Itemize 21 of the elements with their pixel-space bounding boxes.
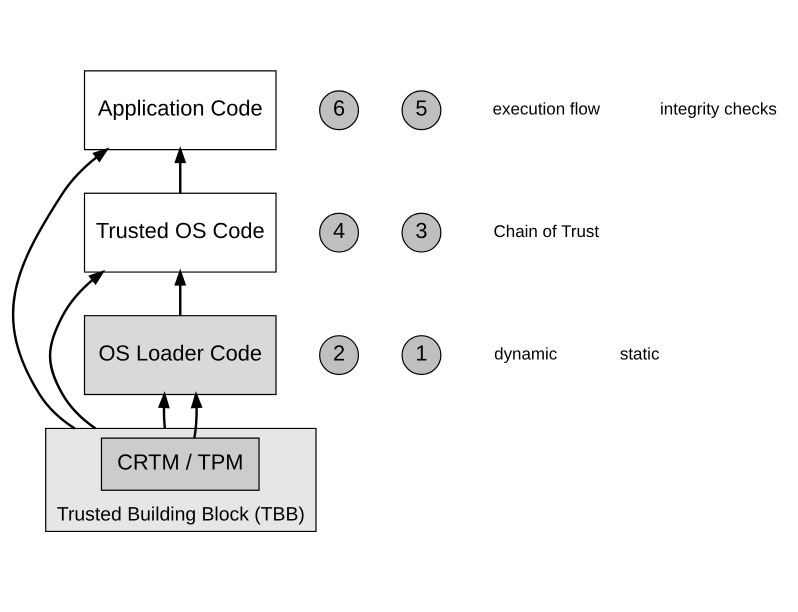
node-circle: 6 [319, 90, 360, 130]
label: integrity checks [660, 100, 777, 119]
node-circle: 4 [319, 212, 360, 253]
arrow [48, 270, 106, 430]
node-circle: 1 [401, 335, 442, 376]
arrow [12, 148, 110, 430]
label: static [620, 344, 660, 364]
arrow [174, 146, 186, 194]
node-box: Trusted OS Code [84, 192, 277, 273]
node-box: Application Code [84, 70, 277, 150]
node-circle: 5 [401, 90, 442, 130]
node-circle: 3 [401, 212, 442, 253]
node-circle: 2 [319, 335, 360, 376]
arrow [190, 391, 203, 438]
arrow [158, 391, 170, 429]
label: Chain of Trust [494, 222, 600, 242]
arrow [174, 268, 186, 316]
label: execution flow [492, 100, 600, 119]
label: dynamic [494, 344, 558, 364]
node-box: CRTM / TPM [100, 438, 260, 491]
node-box: OS Loader Code [84, 315, 277, 396]
